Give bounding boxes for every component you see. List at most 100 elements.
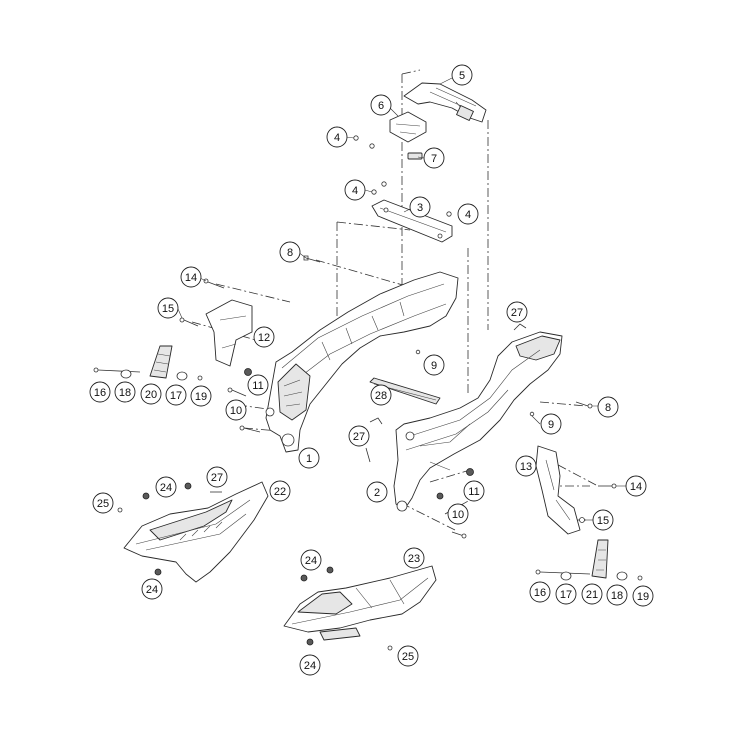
callout-16: 16: [529, 581, 551, 603]
svg-text:20: 20: [145, 389, 157, 401]
bracket-part-6: [389, 111, 427, 143]
callout-6: 6: [370, 94, 392, 116]
svg-text:16: 16: [94, 387, 106, 399]
callout-25: 25: [397, 645, 419, 667]
callout-13: 13: [515, 455, 537, 477]
svg-text:14: 14: [630, 481, 642, 493]
callout-8: 8: [597, 396, 619, 418]
callout-19: 19: [190, 385, 212, 407]
callout-23: 23: [403, 547, 425, 569]
svg-text:19: 19: [195, 391, 207, 403]
callout-4: 4: [326, 126, 348, 148]
callout-24: 24: [300, 549, 322, 571]
svg-text:14: 14: [185, 272, 197, 284]
footpeg-right-part: [591, 539, 609, 579]
hardware-fasteners: [93, 135, 643, 651]
svg-text:10: 10: [230, 405, 242, 417]
callout-27: 27: [348, 425, 370, 447]
callout-15: 15: [157, 297, 179, 319]
callout-19: 19: [632, 585, 654, 607]
svg-text:6: 6: [378, 100, 384, 112]
svg-text:4: 4: [352, 185, 358, 197]
callout-15: 15: [592, 509, 614, 531]
callout-14: 14: [180, 266, 202, 288]
svg-text:25: 25: [97, 498, 109, 510]
svg-text:15: 15: [597, 515, 609, 527]
callout-labels: 5 6 4 7 4 3 4 8 14 15 12 27 9 16 18 20 1…: [89, 64, 654, 676]
callout-16: 16: [89, 381, 111, 403]
svg-text:8: 8: [605, 402, 611, 414]
svg-text:17: 17: [170, 390, 182, 402]
svg-text:25: 25: [402, 651, 414, 663]
svg-text:4: 4: [334, 132, 340, 144]
svg-text:8: 8: [287, 247, 293, 259]
svg-text:9: 9: [548, 419, 554, 431]
svg-text:27: 27: [211, 472, 223, 484]
callout-2: 2: [366, 481, 388, 503]
svg-text:17: 17: [560, 589, 572, 601]
footpeg-left-part: [149, 345, 173, 379]
svg-text:21: 21: [586, 589, 598, 601]
svg-text:3: 3: [417, 202, 423, 214]
svg-text:19: 19: [637, 591, 649, 603]
callout-24: 24: [155, 476, 177, 498]
callout-11: 11: [247, 374, 269, 396]
callout-22: 22: [269, 480, 291, 502]
svg-text:27: 27: [353, 431, 365, 443]
svg-text:18: 18: [119, 387, 131, 399]
svg-text:24: 24: [160, 482, 172, 494]
callout-11: 11: [463, 480, 485, 502]
callout-7: 7: [423, 147, 445, 169]
callout-8: 8: [279, 241, 301, 263]
svg-text:7: 7: [431, 153, 437, 165]
callout-28: 28: [370, 384, 392, 406]
callout-9: 9: [423, 354, 445, 376]
svg-text:5: 5: [459, 70, 465, 82]
mounting-plate-part-3: [371, 199, 453, 243]
svg-text:23: 23: [408, 553, 420, 565]
callout-10: 10: [225, 399, 247, 421]
callout-17: 17: [165, 384, 187, 406]
right-side-panel-part: [283, 565, 437, 641]
callout-27: 27: [506, 301, 528, 323]
callout-27: 27: [206, 466, 228, 488]
callout-5: 5: [451, 64, 473, 86]
svg-text:11: 11: [468, 486, 479, 498]
svg-text:22: 22: [274, 486, 286, 498]
svg-text:24: 24: [304, 660, 316, 672]
callout-18: 18: [114, 381, 136, 403]
svg-text:13: 13: [520, 461, 532, 473]
svg-text:15: 15: [162, 303, 174, 315]
callout-24: 24: [141, 578, 163, 600]
svg-text:1: 1: [306, 453, 312, 465]
svg-text:18: 18: [611, 590, 623, 602]
callout-3: 3: [409, 196, 431, 218]
callout-18: 18: [606, 584, 628, 606]
svg-text:2: 2: [374, 487, 380, 499]
svg-text:24: 24: [146, 584, 158, 596]
svg-text:28: 28: [375, 390, 387, 402]
passenger-footrest-bracket-right: [535, 445, 581, 535]
right-subframe-part: [393, 331, 563, 512]
callout-1: 1: [298, 447, 320, 469]
callout-9: 9: [540, 413, 562, 435]
left-side-panel-part: [123, 481, 269, 583]
callout-4: 4: [457, 203, 479, 225]
svg-text:27: 27: [511, 307, 523, 319]
callout-21: 21: [581, 583, 603, 605]
svg-text:12: 12: [258, 332, 270, 344]
callout-4: 4: [344, 179, 366, 201]
svg-text:16: 16: [534, 587, 546, 599]
rear-grab-cover-part: [403, 82, 487, 123]
callout-10: 10: [447, 503, 469, 525]
svg-text:10: 10: [452, 509, 464, 521]
svg-text:11: 11: [252, 380, 263, 392]
callout-25: 25: [92, 492, 114, 514]
callout-20: 20: [140, 383, 162, 405]
callout-17: 17: [555, 583, 577, 605]
callout-14: 14: [625, 475, 647, 497]
svg-text:4: 4: [465, 209, 471, 221]
callout-12: 12: [253, 326, 275, 348]
passenger-footrest-bracket-left: [205, 299, 253, 367]
